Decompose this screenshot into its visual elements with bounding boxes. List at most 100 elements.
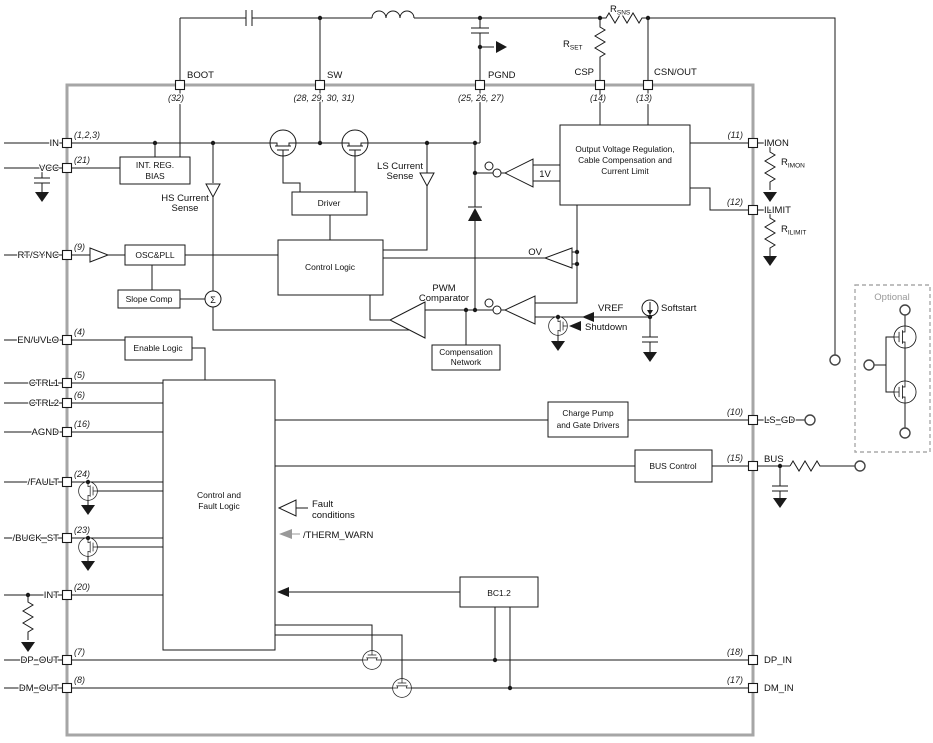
- pin-dp-out: [61, 654, 73, 666]
- bus-cap-symbol: [772, 466, 788, 498]
- rsns-label: RSNS: [610, 4, 631, 17]
- pin-csp: [594, 79, 606, 91]
- pin-label-csp: CSP: [574, 67, 594, 78]
- optional-fet1-icon: [893, 325, 917, 349]
- bus-terminal-icon: [854, 460, 866, 472]
- pin-ilimit: [747, 204, 759, 216]
- optional-label: Optional: [874, 292, 909, 303]
- ls-fet-icon: [341, 129, 369, 157]
- therm-warn-label: /THERM_WARN: [303, 530, 374, 541]
- vcc-ground-icon: [35, 192, 49, 202]
- pin-label-ctrl1: CTRL1: [29, 378, 59, 389]
- pwm-comparator-icon: [388, 301, 426, 339]
- svg-text:(15): (15): [727, 453, 743, 463]
- error-comparator-icon: [503, 295, 536, 325]
- svg-text:(12): (12): [727, 197, 743, 207]
- ls-gd-terminal-icon: [804, 414, 816, 426]
- pin-label-csn-out: CSN/OUT: [654, 67, 697, 78]
- bc12-arrow-icon: [277, 587, 289, 597]
- svg-text:(16): (16): [74, 419, 90, 429]
- svg-text:Sense: Sense: [387, 171, 414, 182]
- block-control-logic: [277, 239, 384, 296]
- pin-ls-gd: [747, 414, 759, 426]
- pin-pgnd: [474, 79, 486, 91]
- softstart-ground-icon: [643, 352, 657, 362]
- pin-dm-out: [61, 682, 73, 694]
- block-driver-label: Driver: [318, 198, 341, 208]
- block-osc-pll: [124, 244, 186, 266]
- pin-label-boot: BOOT: [187, 70, 214, 81]
- ls-current-sense-label: LS Current: [377, 161, 423, 172]
- mirror-circle-icon: [492, 305, 502, 315]
- buckst-fet-icon: [78, 537, 98, 557]
- terminals: [804, 304, 911, 472]
- svg-text:(28, 29, 30, 31): (28, 29, 30, 31): [293, 93, 354, 103]
- block-bc12: [459, 576, 539, 608]
- svg-text:(23): (23): [74, 525, 90, 535]
- mirror-circle-icon: [484, 298, 494, 308]
- pin-fault: [61, 476, 73, 488]
- svg-text:(17): (17): [727, 675, 743, 685]
- pin-label-vcc: VCC: [39, 163, 59, 174]
- ls-sense-arrow-icon: [419, 172, 435, 188]
- svg-text:(1,2,3): (1,2,3): [74, 130, 100, 140]
- pin-label-ls-gd: LS_GD: [764, 415, 795, 426]
- block-output-voltage-regulation-label: Output Voltage Regulation,: [575, 144, 674, 154]
- pgnd-ground-icon: [496, 41, 507, 53]
- block-slope-comp-label: Slope Comp: [126, 294, 173, 304]
- dp-switch-fet-icon: [362, 650, 382, 670]
- pin-label-fault: /FAULT: [28, 477, 60, 488]
- ic-boundary: [65, 83, 755, 737]
- pin-label-ctrl2: CTRL2: [29, 398, 59, 409]
- one-v-comparator-icon: [503, 158, 534, 188]
- svg-text:(9): (9): [74, 242, 85, 252]
- fault-conditions-arrow-icon: [277, 499, 297, 517]
- block-int-reg-bias: [119, 156, 191, 185]
- rilimit-resistor-symbol: [690, 187, 776, 256]
- pin-dp-in: [747, 654, 759, 666]
- block-int-reg-bias-label: INT. REG.: [136, 160, 174, 170]
- buckst-ground-icon: [81, 561, 95, 571]
- pin-label-ilimit: ILIMIT: [764, 205, 791, 216]
- shutdown-ground-icon: [551, 341, 565, 351]
- rset-resistor-symbol: [594, 18, 606, 125]
- block-enable-logic-label: Enable Logic: [133, 343, 183, 353]
- svg-text:(13): (13): [636, 93, 652, 103]
- sync-buffer-icon: [89, 247, 110, 263]
- block-control-logic-label: Control Logic: [305, 262, 356, 272]
- fault-ground-icon: [81, 505, 95, 515]
- pin-label-sw: SW: [327, 70, 342, 81]
- therm-warn-arrow-icon: [279, 529, 292, 539]
- ov-label: OV: [528, 247, 542, 258]
- svg-text:Cable Compensation and: Cable Compensation and: [578, 155, 672, 165]
- svg-text:(5): (5): [74, 370, 85, 380]
- softstart-cap-symbol: [642, 317, 658, 352]
- block-charge-pump-label: Charge Pump: [562, 408, 614, 418]
- optional-top-terminal-icon: [899, 304, 911, 316]
- ov-comparator-icon: [543, 247, 573, 269]
- svg-text:(24): (24): [74, 469, 90, 479]
- block-driver: [291, 191, 368, 216]
- svg-text:(20): (20): [74, 582, 90, 592]
- dm-switch-fet-icon: [392, 678, 412, 698]
- hs-fet-icon: [269, 129, 297, 157]
- block-compensation-network-label: Compensation: [439, 347, 493, 357]
- svg-text:(25, 26, 27): (25, 26, 27): [458, 93, 504, 103]
- block-slope-comp: [117, 289, 181, 309]
- rset-label: RSET: [563, 39, 583, 52]
- shutdown-label: Shutdown: [585, 322, 627, 333]
- component-labels: RSNS RSET RIMON RILIMIT: [562, 3, 808, 238]
- rilimit-ground-icon: [763, 256, 777, 266]
- pin-label-in: IN: [50, 138, 60, 149]
- summing-node-icon: [204, 290, 222, 308]
- pin-boot: [174, 79, 186, 91]
- rimon-ground-icon: [763, 192, 777, 202]
- optional-box: [854, 284, 931, 453]
- pin-imon: [747, 137, 759, 149]
- inductor-symbol: [371, 10, 415, 19]
- svg-text:Fault Logic: Fault Logic: [198, 501, 240, 511]
- svg-text:conditions: conditions: [312, 510, 355, 521]
- fault-fet-icon: [78, 481, 98, 501]
